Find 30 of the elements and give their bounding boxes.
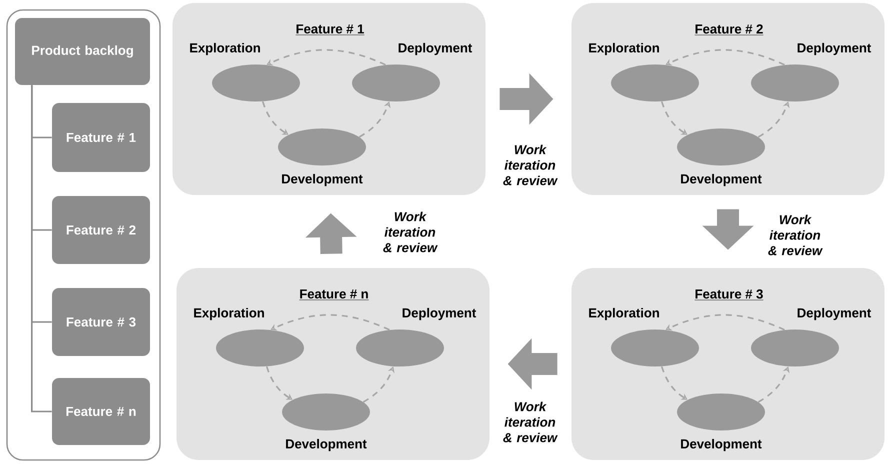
dashed-arrow xyxy=(270,314,390,331)
dashed-arrow xyxy=(666,49,785,66)
edge-label: Work iteration & review xyxy=(768,214,823,256)
edge-label: Work iteration & review xyxy=(383,212,438,252)
node-label: Exploration xyxy=(190,42,260,56)
node-label: Exploration xyxy=(589,42,659,56)
dashed-arrow xyxy=(660,101,688,135)
backlog-box: Product backlog xyxy=(15,18,150,85)
dashed-arrow xyxy=(266,49,386,66)
node-label: Development xyxy=(681,438,762,452)
node-label: Development xyxy=(286,438,367,452)
backlog-box: Feature # 1 xyxy=(52,103,150,172)
backlog-box: Feature # 3 xyxy=(52,288,150,356)
dashed-arrow xyxy=(660,366,688,400)
node-label: Deployment xyxy=(798,308,872,320)
tree-line xyxy=(31,85,52,412)
dashed-arrow xyxy=(666,314,785,331)
backlog-box: Feature # n xyxy=(52,378,150,445)
backlog-box: Feature # 2 xyxy=(52,196,150,264)
node-label: Deployment xyxy=(398,42,472,56)
node-label: Development xyxy=(282,174,363,186)
node-label: Deployment xyxy=(798,42,872,56)
node-label: Exploration xyxy=(194,308,264,320)
node-label: Development xyxy=(681,174,762,186)
node-label: Deployment xyxy=(402,308,476,320)
dashed-arrow xyxy=(262,101,288,135)
dashed-arrow xyxy=(266,366,292,400)
edge-label: Work iteration & review xyxy=(503,144,558,186)
edge-label: Work iteration & review xyxy=(503,402,558,442)
node-label: Exploration xyxy=(589,308,659,320)
